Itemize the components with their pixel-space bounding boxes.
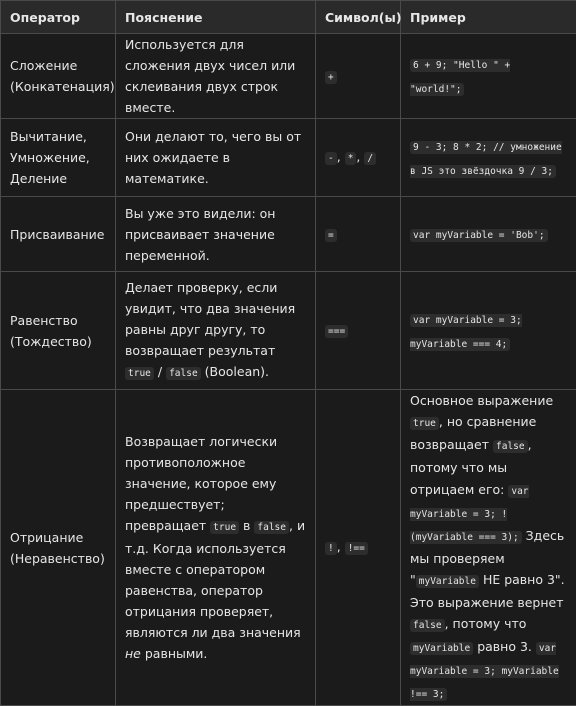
example-cell: 6 + 9; "Hello " + "world!"; (401, 34, 576, 119)
explanation-cell: Вы уже это видели: он присваивает значен… (116, 197, 316, 272)
table-row: Вычитание,Умножение,Деление Они делают т… (1, 119, 576, 197)
operator-cell: Присваивание (1, 197, 116, 272)
operator-cell: Равенство(Тождество) (1, 272, 116, 390)
header-symbols: Символ(ы) (316, 1, 401, 34)
table-row: Сложение(Конкатенация) Используется для … (1, 34, 576, 119)
operator-cell: Отрицание(Неравенство) (1, 390, 116, 706)
explanation-cell: Используется для сложения двух чисел или… (116, 34, 316, 119)
operator-cell: Вычитание,Умножение,Деление (1, 119, 116, 197)
symbol-cell: = (316, 197, 401, 272)
symbol-cell: + (316, 34, 401, 119)
explanation-cell: Делает проверку, если увидит, что два зн… (116, 272, 316, 390)
symbol-cell: !, !== (316, 390, 401, 706)
example-cell: 9 - 3; 8 * 2; // умножение в JS это звёз… (401, 119, 576, 197)
table-header-row: Оператор Пояснение Символ(ы) Пример (1, 1, 576, 34)
table-row: Равенство(Тождество) Делает проверку, ес… (1, 272, 576, 390)
header-explanation: Пояснение (116, 1, 316, 34)
symbol-cell: === (316, 272, 401, 390)
header-example: Пример (401, 1, 576, 34)
operator-cell: Сложение(Конкатенация) (1, 34, 116, 119)
table-row: Отрицание(Неравенство) Возвращает логиче… (1, 390, 576, 706)
symbol-cell: -, *, / (316, 119, 401, 197)
explanation-cell: Возвращает логически противоположное зна… (116, 390, 316, 706)
explanation-cell: Они делают то, чего вы от них ожидаете в… (116, 119, 316, 197)
example-cell: var myVariable = 'Bob'; (401, 197, 576, 272)
example-cell: var myVariable = 3; myVariable === 4; (401, 272, 576, 390)
example-cell: Основное выражение true, но сравнение во… (401, 390, 576, 706)
header-operator: Оператор (1, 1, 116, 34)
table-row: Присваивание Вы уже это видели: он присв… (1, 197, 576, 272)
